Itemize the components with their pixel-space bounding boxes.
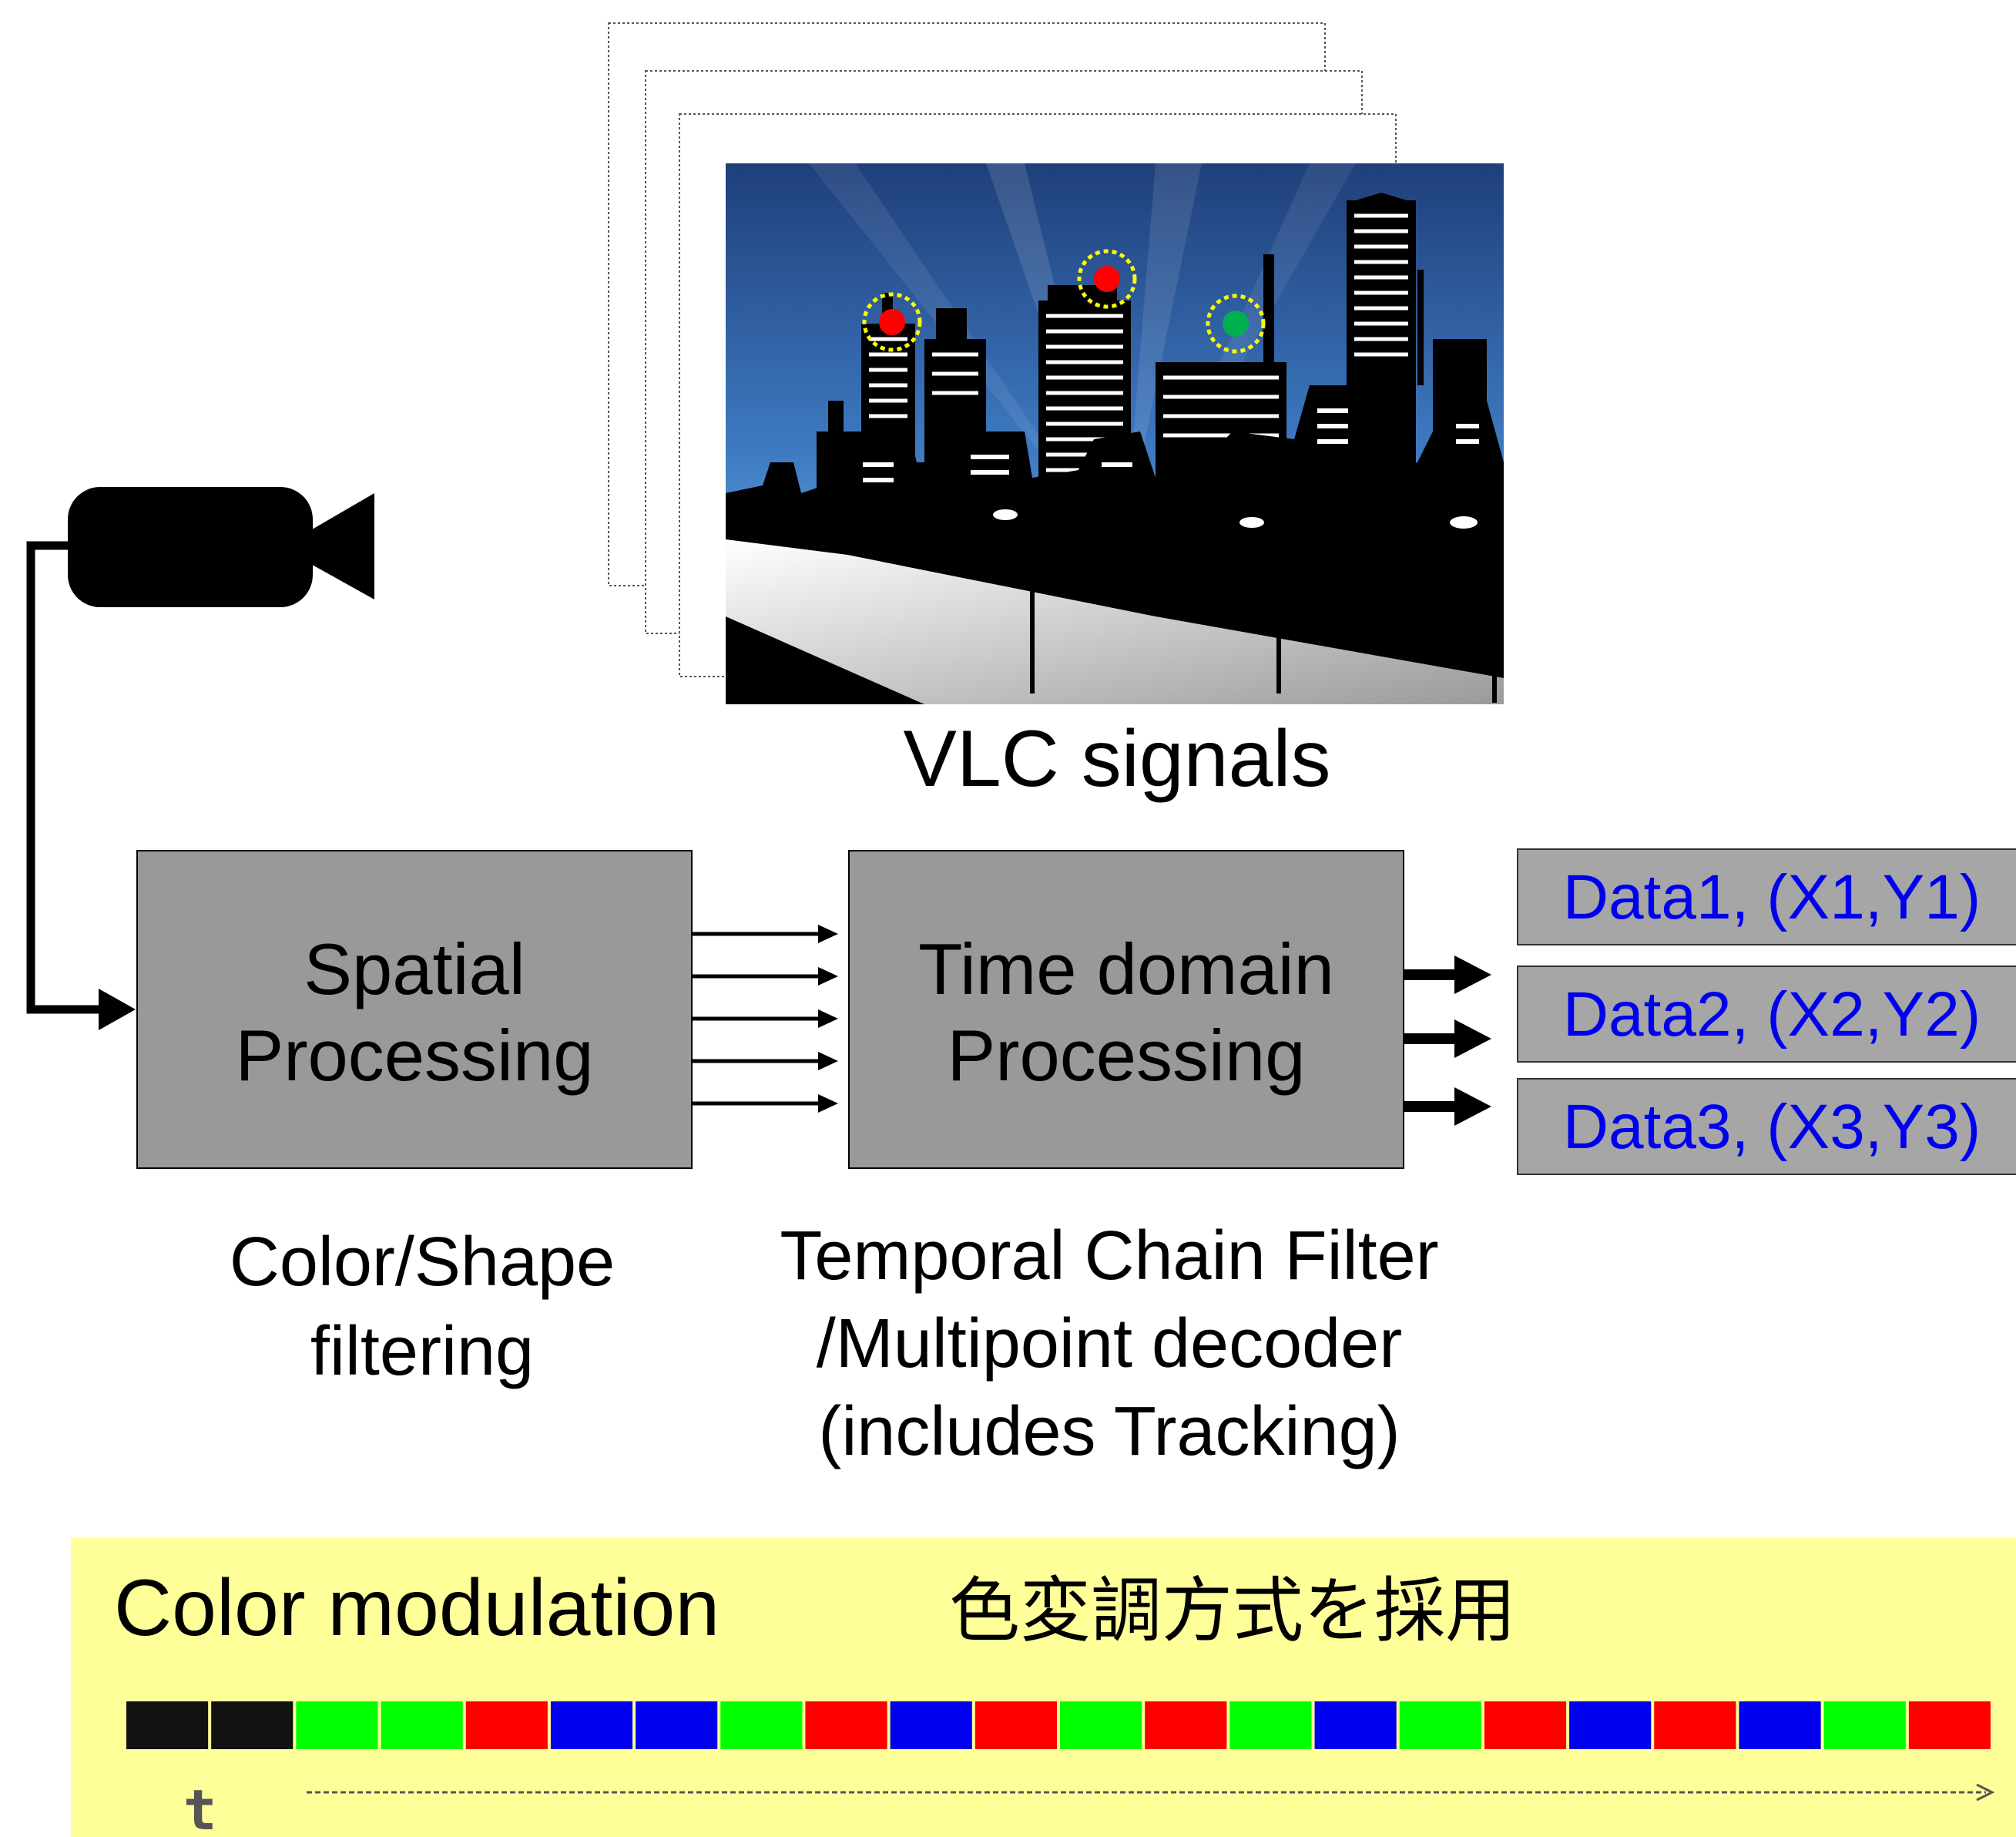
city-skyline-image — [726, 163, 1504, 704]
color-modulation-subtitle: 色変調方式を採用 — [949, 1572, 1516, 1651]
connector-arrowhead — [99, 989, 136, 1030]
time-axis-arrowhead — [1976, 1783, 1995, 1802]
modulation-cell-black — [211, 1701, 294, 1749]
modulation-cell-blue — [890, 1701, 972, 1749]
modulation-cell-blue — [1569, 1701, 1652, 1749]
modulation-cell-green — [1229, 1701, 1312, 1749]
time-description-line3: (includes Tracking) — [818, 1393, 1400, 1470]
output-data-2: Data2, (X2,Y2) — [1563, 979, 1981, 1049]
modulation-cell-green — [1399, 1701, 1481, 1749]
modulation-cell-red — [1654, 1701, 1736, 1749]
output-box-1 — [1517, 848, 2016, 945]
light-green — [1223, 311, 1249, 337]
camera-icon — [68, 487, 374, 607]
modulation-cell-black — [126, 1701, 209, 1749]
modulation-cell-blue — [1739, 1701, 1821, 1749]
foreground-windows — [863, 408, 1479, 482]
modulation-cell-red — [1908, 1701, 1991, 1749]
time-block-line1: Time domain — [918, 929, 1334, 1009]
color-modulation-title: Color modulation — [114, 1563, 720, 1653]
vlc-signals-caption: VLC signals — [904, 714, 1331, 804]
halo-green — [1206, 294, 1266, 354]
vlc-lights — [862, 249, 1266, 354]
modulation-cell-green — [296, 1701, 378, 1749]
output-box-2 — [1517, 966, 2016, 1063]
lamp-heads — [993, 509, 1478, 529]
spatial-description-line1: Color/Shape — [230, 1224, 615, 1301]
modulation-cell-green — [381, 1701, 463, 1749]
output-arrows — [1404, 955, 1491, 1126]
modulation-sequence — [126, 1701, 1991, 1749]
modulation-cell-red — [805, 1701, 887, 1749]
time-description-line1: Temporal Chain Filter — [780, 1217, 1438, 1295]
halo-red-2 — [1077, 249, 1137, 309]
time-axis-label: t — [183, 1778, 216, 1837]
spatial-block-line2: Processing — [236, 1015, 594, 1096]
modulation-cell-blue — [636, 1701, 718, 1749]
modulation-cell-green — [1823, 1701, 1906, 1749]
modulation-cell-blue — [1314, 1701, 1397, 1749]
spatial-processing-block — [136, 850, 693, 1169]
time-block-line2: Processing — [948, 1015, 1306, 1096]
light-red-2 — [1094, 266, 1120, 292]
output-data-boxes: Data1, (X1,Y1) Data2, (X2,Y2) Data3, (X3… — [1517, 848, 2016, 1175]
light-red-1 — [879, 309, 905, 335]
block-connector-arrows — [692, 925, 838, 1113]
output-box-3 — [1517, 1078, 2016, 1175]
time-description-line2: /Multipoint decoder — [817, 1305, 1402, 1382]
halo-red-1 — [862, 292, 922, 352]
modulation-cell-red — [1145, 1701, 1227, 1749]
spatial-block-line1: Spatial — [304, 929, 525, 1009]
modulation-cell-red — [465, 1701, 548, 1749]
modulation-cell-green — [1060, 1701, 1142, 1749]
spatial-description-line2: filtering — [310, 1313, 534, 1390]
color-modulation-banner — [71, 1538, 2016, 1837]
road — [726, 539, 1504, 704]
time-domain-processing-block — [848, 850, 1404, 1169]
modulation-cell-red — [1484, 1701, 1567, 1749]
camera-connector — [26, 541, 116, 1014]
output-data-1: Data1, (X1,Y1) — [1563, 862, 1981, 932]
modulation-cell-blue — [550, 1701, 633, 1749]
modulation-cell-red — [974, 1701, 1057, 1749]
modulation-cell-green — [720, 1701, 803, 1749]
output-data-3: Data3, (X3,Y3) — [1563, 1092, 1981, 1162]
